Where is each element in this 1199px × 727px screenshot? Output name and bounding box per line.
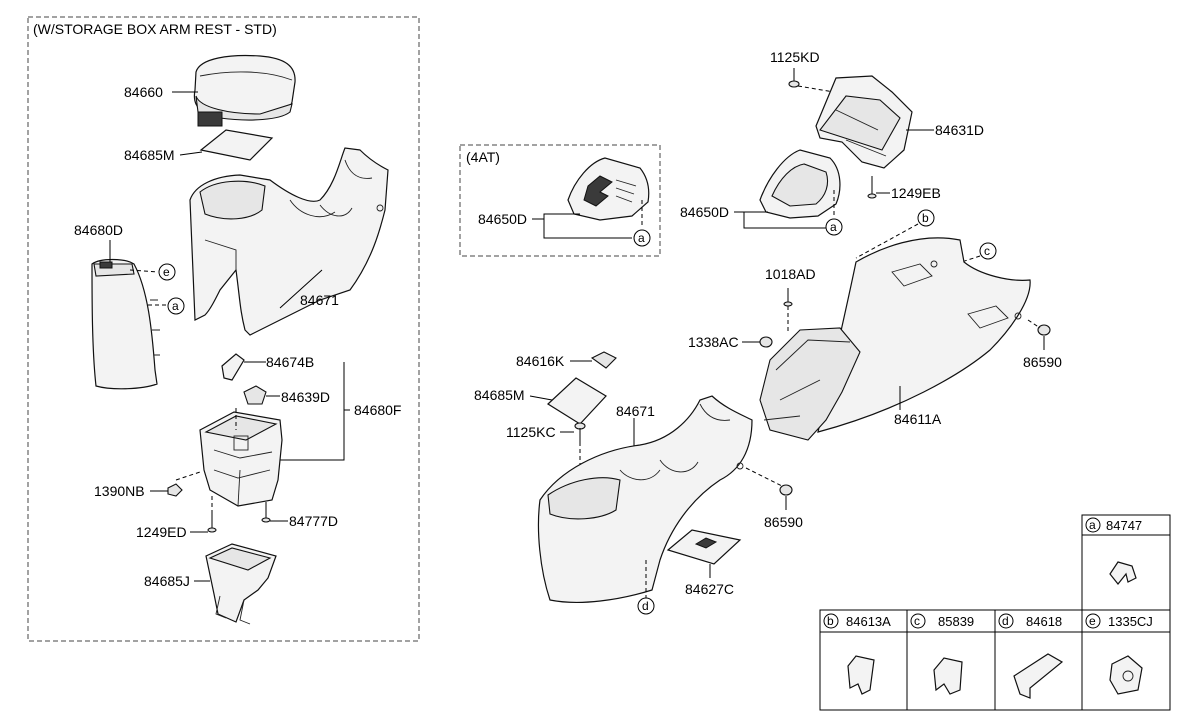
label-84777D: 84777D xyxy=(289,513,338,529)
legend-part-1335CJ: 1335CJ xyxy=(1108,614,1153,629)
part-1125KD-screw xyxy=(788,68,800,88)
part-84627C-mat xyxy=(666,529,742,565)
std-group-box xyxy=(27,16,420,642)
part-84650D-shift-cover-right xyxy=(759,149,841,219)
svg-text:d: d xyxy=(1002,614,1009,628)
part-84671-console-mid xyxy=(537,395,753,603)
legend-icon-84747 xyxy=(1109,561,1137,585)
svg-text:a: a xyxy=(830,220,837,234)
part-84680D-side-panel xyxy=(91,258,160,390)
label-84685M-left: 84685M xyxy=(124,147,175,163)
svg-text:b: b xyxy=(922,211,929,225)
label-84627C: 84627C xyxy=(685,581,734,597)
part-84611A-console-body xyxy=(759,237,1031,441)
legend-icon-84618 xyxy=(1013,653,1064,699)
callout-b: b xyxy=(917,209,935,227)
part-84616K xyxy=(590,351,617,369)
legend-table: a 84747 b 84613A c 85839 d 84618 e 1335C… xyxy=(819,514,1171,711)
callout-e-left: e xyxy=(158,263,176,281)
std-group-title: (W/STORAGE BOX ARM REST - STD) xyxy=(33,21,277,37)
label-1249EB: 1249EB xyxy=(891,185,941,201)
label-84674B: 84674B xyxy=(266,354,314,370)
callout-a-right: a xyxy=(825,218,843,236)
label-1338AC: 1338AC xyxy=(688,334,739,350)
part-84685M-mat-mid xyxy=(547,377,607,425)
svg-text:a: a xyxy=(1089,518,1096,532)
legend-icon-84613A xyxy=(847,655,875,695)
part-86590-clip-mid xyxy=(779,484,793,496)
part-84650D-shift-cover-4at xyxy=(567,157,650,221)
label-1390NB: 1390NB xyxy=(94,483,145,499)
label-84616K: 84616K xyxy=(516,353,565,369)
label-1018AD: 1018AD xyxy=(765,266,816,282)
callout-d: d xyxy=(637,597,655,615)
part-1338AC-clip xyxy=(759,336,773,348)
label-84685J: 84685J xyxy=(144,573,190,589)
part-storage-box xyxy=(199,411,283,507)
svg-text:d: d xyxy=(642,599,649,613)
label-84611A: 84611A xyxy=(894,411,942,427)
legend-part-84613A: 84613A xyxy=(846,614,891,629)
svg-text:e: e xyxy=(163,265,170,279)
label-86590-mid: 86590 xyxy=(764,514,803,530)
part-84685J-bracket xyxy=(205,543,277,625)
legend-part-84747: 84747 xyxy=(1106,518,1142,533)
label-84631D: 84631D xyxy=(935,122,984,138)
svg-text:b: b xyxy=(827,614,834,628)
label-84685M-mid: 84685M xyxy=(474,387,525,403)
label-84660: 84660 xyxy=(124,84,163,100)
label-84650D-4at: 84650D xyxy=(478,211,527,227)
legend-icon-85839 xyxy=(933,657,963,695)
part-1390NB-nut xyxy=(167,483,183,497)
svg-text:e: e xyxy=(1089,614,1096,628)
label-84639D: 84639D xyxy=(281,389,330,405)
legend-part-84618: 84618 xyxy=(1026,614,1062,629)
label-84671-left: 84671 xyxy=(300,292,339,308)
part-1249EB-screw xyxy=(867,176,877,199)
part-1018AD-screw xyxy=(783,288,793,307)
label-84671-mid: 84671 xyxy=(616,403,655,419)
label-1249ED: 1249ED xyxy=(136,524,187,540)
part-84685M-mat-left xyxy=(199,129,274,161)
part-84674B xyxy=(221,353,245,381)
callout-c: c xyxy=(979,242,997,260)
part-84639D xyxy=(243,385,267,405)
part-84660-armrest-lid xyxy=(193,54,296,127)
part-84631D xyxy=(815,75,913,169)
label-86590-right: 86590 xyxy=(1023,354,1062,370)
legend-part-85839: 85839 xyxy=(938,614,974,629)
part-86590-clip-right xyxy=(1037,324,1051,336)
svg-text:a: a xyxy=(172,299,179,313)
label-1125KD: 1125KD xyxy=(770,49,820,65)
label-84650D-right: 84650D xyxy=(680,204,729,220)
part-84777D-screw xyxy=(261,502,271,523)
legend-icon-1335CJ xyxy=(1109,655,1143,695)
svg-text:c: c xyxy=(914,614,920,628)
part-84671-console-left xyxy=(189,147,389,336)
callout-a-4at: a xyxy=(633,229,651,247)
label-1125KC: 1125KC xyxy=(506,424,556,440)
part-1125KC-screw xyxy=(574,422,586,442)
svg-text:c: c xyxy=(984,244,990,258)
label-84680F: 84680F xyxy=(354,402,401,418)
4at-group-title: (4AT) xyxy=(466,149,500,165)
4at-group-box xyxy=(459,144,661,257)
svg-text:a: a xyxy=(638,231,645,245)
callout-a-left: a xyxy=(167,297,185,315)
label-84680D: 84680D xyxy=(74,222,123,238)
part-1249ED-screw xyxy=(207,512,217,533)
